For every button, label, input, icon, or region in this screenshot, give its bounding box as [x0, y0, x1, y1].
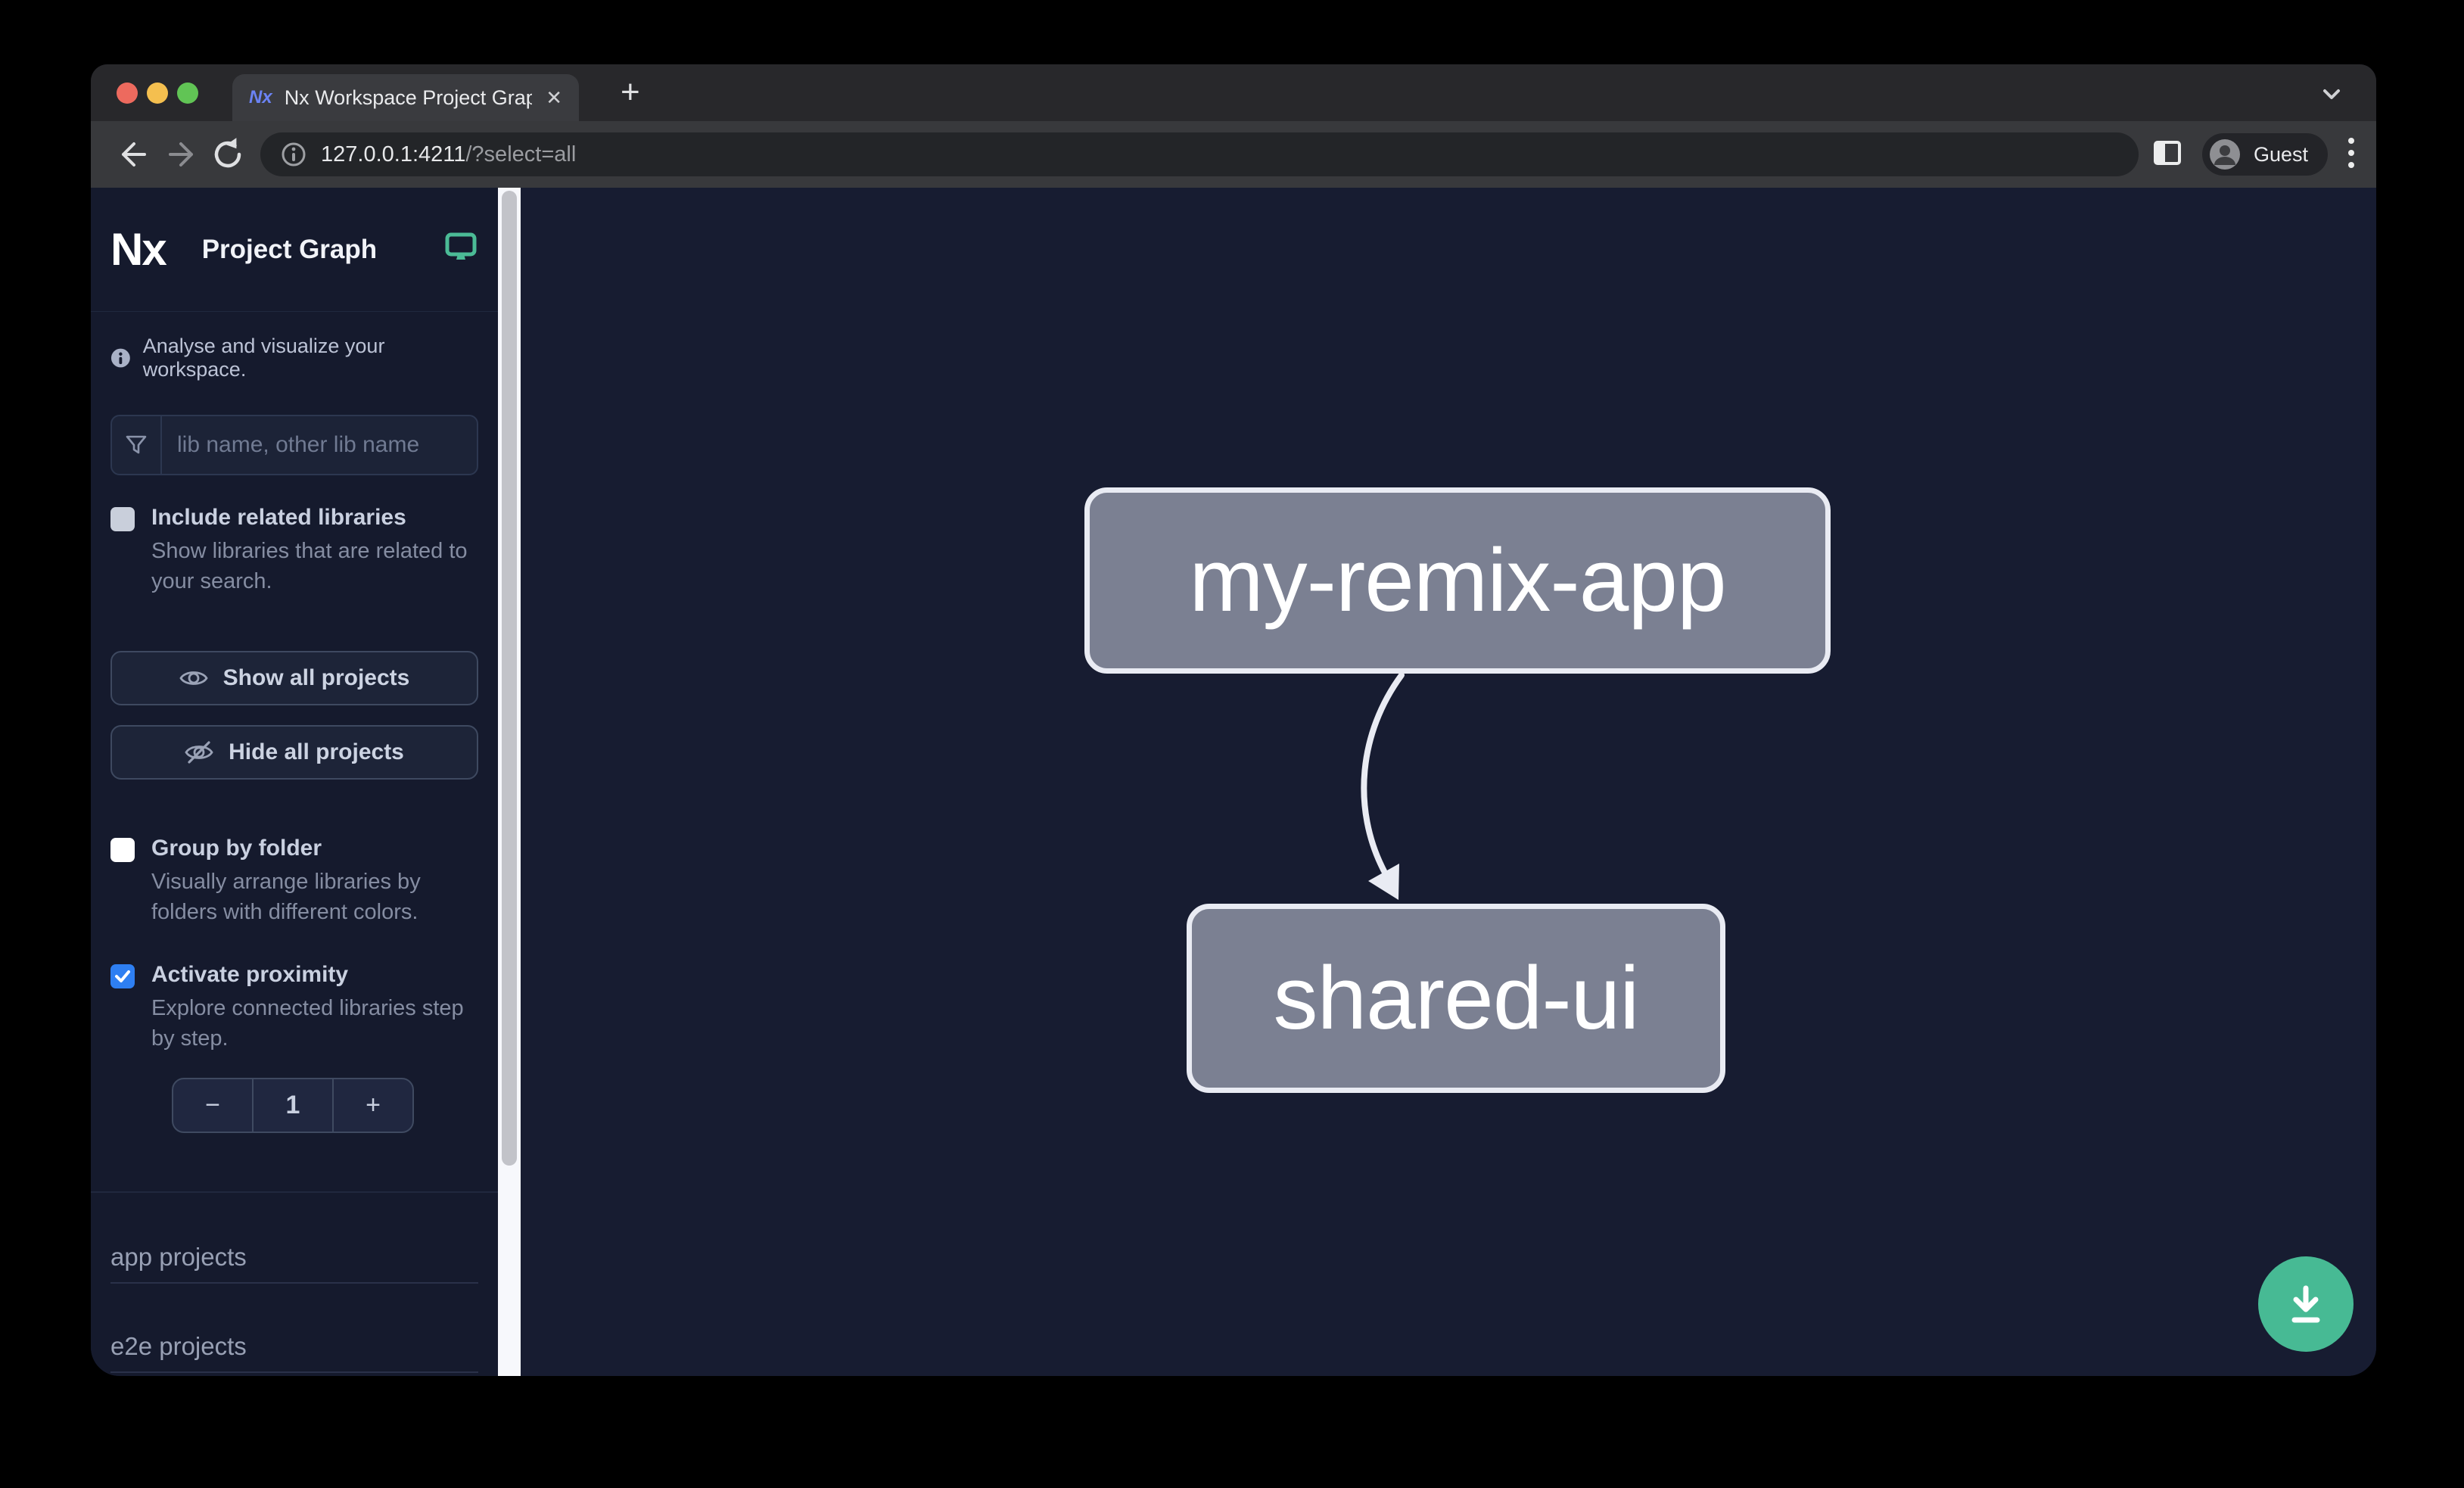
url-text: 127.0.0.1:4211/?select=all	[321, 142, 576, 167]
new-tab-button[interactable]: +	[621, 73, 640, 111]
option-group-by-folder[interactable]: Group by folder Visually arrange librari…	[91, 835, 498, 927]
url-path: /?select=all	[465, 142, 577, 167]
stepper-decrement-button[interactable]: −	[205, 1091, 220, 1119]
traffic-lights	[117, 82, 198, 104]
sidebar-header: Nx Project Graph	[91, 188, 498, 312]
sidebar-scrollbar[interactable]	[498, 188, 521, 1376]
profile-label: Guest	[2253, 142, 2308, 166]
filter-input[interactable]	[162, 416, 477, 474]
eye-icon	[179, 671, 208, 685]
section-app-projects: app projects	[110, 1243, 478, 1284]
browser-window: Nx Nx Workspace Project Graph ✕ +	[91, 64, 2376, 1376]
hide-all-projects-button[interactable]: Hide all projects	[110, 725, 478, 780]
toolbar-right-cluster: Guest	[2151, 133, 2357, 176]
button-label: Show all projects	[222, 665, 410, 690]
stepper-value: 1	[252, 1079, 334, 1132]
address-bar[interactable]: 127.0.0.1:4211/?select=all	[260, 132, 2139, 176]
show-all-projects-button[interactable]: Show all projects	[110, 651, 478, 705]
stepper-increment-button[interactable]: +	[366, 1091, 381, 1119]
nx-logo: Nx	[110, 224, 167, 275]
checkbox-group-by-folder[interactable]	[110, 838, 135, 862]
option-label: Activate proximity	[151, 962, 349, 987]
avatar	[2209, 139, 2240, 170]
filter-box	[110, 415, 478, 475]
option-description: Show libraries that are related to your …	[151, 539, 468, 593]
url-host: 127.0.0.1:4211	[321, 142, 466, 167]
browser-menu-icon[interactable]	[2346, 134, 2357, 176]
section-label: app projects	[110, 1243, 247, 1271]
download-icon	[2291, 1285, 2320, 1323]
sidebar-divider	[91, 1191, 498, 1193]
option-description: Explore connected libraries step by step…	[151, 996, 464, 1051]
tagline-text: Analyse and visualize your workspace.	[142, 335, 385, 381]
site-info-icon[interactable]	[280, 141, 307, 168]
minimize-window-button[interactable]	[147, 82, 168, 104]
checkbox-activate-proximity[interactable]	[110, 964, 135, 988]
graph-node-my-remix-app[interactable]: my-remix-app	[1084, 487, 1831, 674]
zoom-window-button[interactable]	[177, 82, 198, 104]
node-label: shared-ui	[1273, 948, 1640, 1048]
info-icon	[110, 348, 130, 368]
side-panel-icon[interactable]	[2151, 136, 2184, 173]
option-label: Include related libraries	[151, 505, 406, 530]
tab-strip: Nx Nx Workspace Project Graph ✕ +	[91, 64, 2376, 121]
page-title: Project Graph	[201, 234, 378, 264]
edge-arrowhead-icon	[1368, 864, 1399, 900]
back-button[interactable]	[110, 131, 157, 178]
eye-off-icon	[185, 741, 213, 764]
proximity-stepper: − 1 +	[172, 1078, 414, 1133]
option-activate-proximity[interactable]: Activate proximity Explore connected lib…	[91, 961, 498, 1054]
section-e2e-projects: e2e projects	[110, 1332, 478, 1373]
download-graph-button[interactable]	[2258, 1256, 2354, 1352]
check-icon	[115, 970, 130, 982]
node-label: my-remix-app	[1189, 531, 1726, 630]
reload-button[interactable]	[204, 131, 251, 178]
tab-search-chevron-icon[interactable]	[2317, 79, 2346, 112]
nx-favicon-icon: Nx	[249, 87, 272, 107]
dependency-edge	[1361, 672, 1405, 900]
option-description: Visually arrange libraries by folders wi…	[151, 870, 421, 924]
tagline-row: Analyse and visualize your workspace.	[91, 335, 498, 381]
page-content: Nx Project Graph Analy	[91, 188, 2376, 1376]
close-window-button[interactable]	[117, 82, 138, 104]
graph-node-shared-ui[interactable]: shared-ui	[1187, 904, 1725, 1093]
option-include-related[interactable]: Include related libraries Show libraries…	[91, 504, 498, 596]
browser-toolbar: 127.0.0.1:4211/?select=all Guest	[91, 121, 2376, 188]
profile-button[interactable]: Guest	[2201, 133, 2328, 176]
funnel-icon	[112, 416, 162, 474]
theme-monitor-icon[interactable]	[443, 231, 478, 268]
graph-canvas[interactable]: my-remix-app shared-ui	[521, 188, 2376, 1376]
checkbox-include-related[interactable]	[110, 507, 135, 531]
button-label: Hide all projects	[229, 739, 404, 764]
tab-close-icon[interactable]: ✕	[546, 86, 562, 109]
section-label: e2e projects	[110, 1332, 247, 1360]
browser-tab[interactable]: Nx Nx Workspace Project Graph ✕	[232, 74, 579, 121]
forward-button[interactable]	[157, 131, 204, 178]
option-label: Group by folder	[151, 836, 322, 861]
sidebar: Nx Project Graph Analy	[91, 188, 498, 1376]
scrollbar-thumb[interactable]	[502, 191, 517, 1166]
tab-title: Nx Workspace Project Graph	[284, 86, 533, 109]
